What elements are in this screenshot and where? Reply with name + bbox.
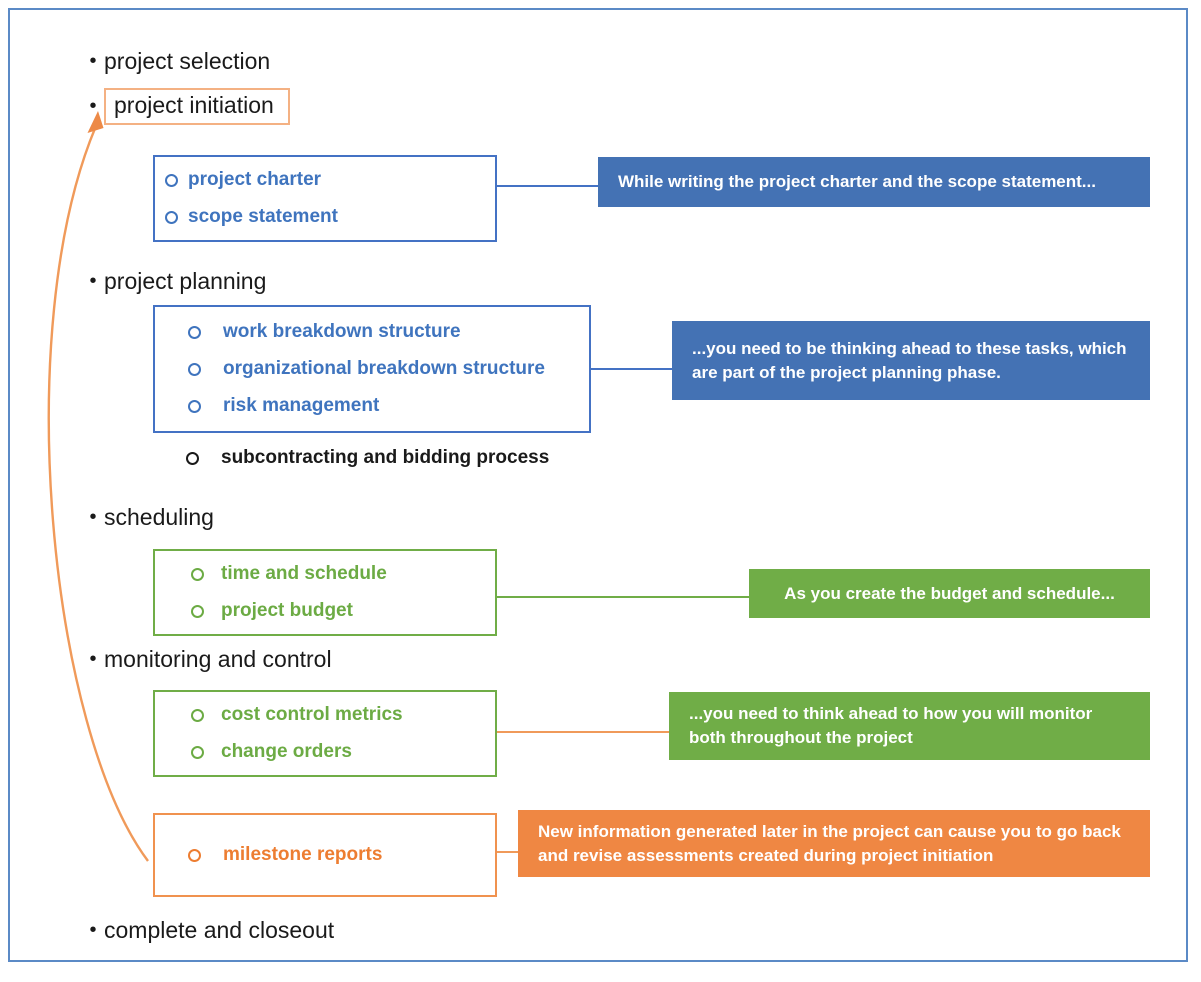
circle-bullet-icon [191, 567, 204, 581]
connector-line-monitoring [497, 731, 669, 733]
phase-label: monitoring and control [104, 646, 332, 672]
task-item: time and schedule [191, 556, 495, 593]
task-item-subcontracting: subcontracting and bidding process [186, 447, 549, 469]
task-item: project charter [165, 162, 495, 199]
task-label: organizational breakdown structure [223, 358, 545, 379]
phase-item-project-selection: • project selection [82, 48, 270, 75]
phase-item-scheduling: • scheduling [82, 504, 214, 531]
task-item: milestone reports [188, 837, 495, 874]
phase-item-complete-and-closeout: • complete and closeout [82, 917, 334, 944]
phase-label: project planning [104, 268, 267, 294]
connector-line-milestone [497, 851, 518, 853]
task-group-scheduling: time and schedule project budget [153, 549, 497, 636]
phase-label-highlighted: project initiation [104, 88, 290, 125]
task-label: risk management [223, 395, 380, 416]
bullet-dot-icon: • [89, 50, 97, 72]
phase-item-project-planning: • project planning [82, 268, 266, 295]
bullet-dot-icon: • [89, 270, 97, 292]
task-label: milestone reports [223, 844, 383, 865]
phase-item-monitoring-and-control: • monitoring and control [82, 646, 332, 673]
connector-line-scheduling [497, 596, 749, 598]
circle-bullet-icon [188, 399, 201, 413]
connector-line-initiation [497, 185, 598, 187]
task-item: organizational breakdown structure [188, 351, 589, 388]
task-item: scope statement [165, 199, 495, 236]
callout-text: ...you need to think ahead to how you wi… [689, 704, 1093, 747]
circle-bullet-icon [165, 210, 178, 224]
callout-text: While writing the project charter and th… [618, 172, 1096, 192]
callout-initiation: While writing the project charter and th… [598, 157, 1150, 207]
circle-bullet-icon [188, 362, 201, 376]
task-item: project budget [191, 593, 495, 630]
callout-text: As you create the budget and schedule... [784, 583, 1115, 603]
task-label: project budget [221, 600, 353, 621]
task-item: cost control metrics [191, 697, 495, 734]
task-label: scope statement [188, 206, 338, 227]
page-border [8, 8, 1188, 962]
circle-bullet-icon [188, 848, 201, 862]
task-item: work breakdown structure [188, 314, 589, 351]
phase-item-project-initiation: • project initiation [82, 88, 290, 125]
callout-revision: New information generated later in the p… [518, 810, 1150, 877]
task-group-monitoring: cost control metrics change orders [153, 690, 497, 777]
task-group-milestone: milestone reports [153, 813, 497, 897]
bullet-dot-icon: • [89, 506, 97, 528]
task-item: change orders [191, 734, 495, 771]
task-label: subcontracting and bidding process [221, 447, 550, 468]
bullet-dot-icon: • [89, 648, 97, 670]
task-group-initiation: project charter scope statement [153, 155, 497, 242]
task-group-planning: work breakdown structure organizational … [153, 305, 591, 433]
circle-bullet-icon [188, 325, 201, 339]
phase-label: complete and closeout [104, 917, 335, 943]
connector-line-planning [591, 368, 672, 370]
phase-label: scheduling [104, 504, 214, 530]
bullet-dot-icon: • [89, 95, 97, 117]
callout-scheduling: As you create the budget and schedule... [749, 569, 1150, 618]
task-label: time and schedule [221, 563, 387, 584]
task-label: change orders [221, 741, 352, 762]
task-item: risk management [188, 388, 589, 425]
phase-label: project selection [104, 48, 271, 74]
circle-bullet-icon [191, 745, 204, 759]
callout-text: ...you need to be thinking ahead to thes… [692, 338, 1127, 382]
callout-text: New information generated later in the p… [538, 821, 1121, 865]
callout-monitoring: ...you need to think ahead to how you wi… [669, 692, 1150, 760]
callout-planning: ...you need to be thinking ahead to thes… [672, 321, 1150, 400]
circle-bullet-icon [165, 173, 178, 187]
task-label: work breakdown structure [223, 321, 461, 342]
task-label: project charter [188, 169, 322, 190]
bullet-dot-icon: • [89, 919, 97, 941]
circle-bullet-icon [191, 604, 204, 618]
circle-bullet-icon [191, 708, 204, 722]
task-label: cost control metrics [221, 704, 403, 725]
circle-bullet-icon [186, 451, 199, 465]
